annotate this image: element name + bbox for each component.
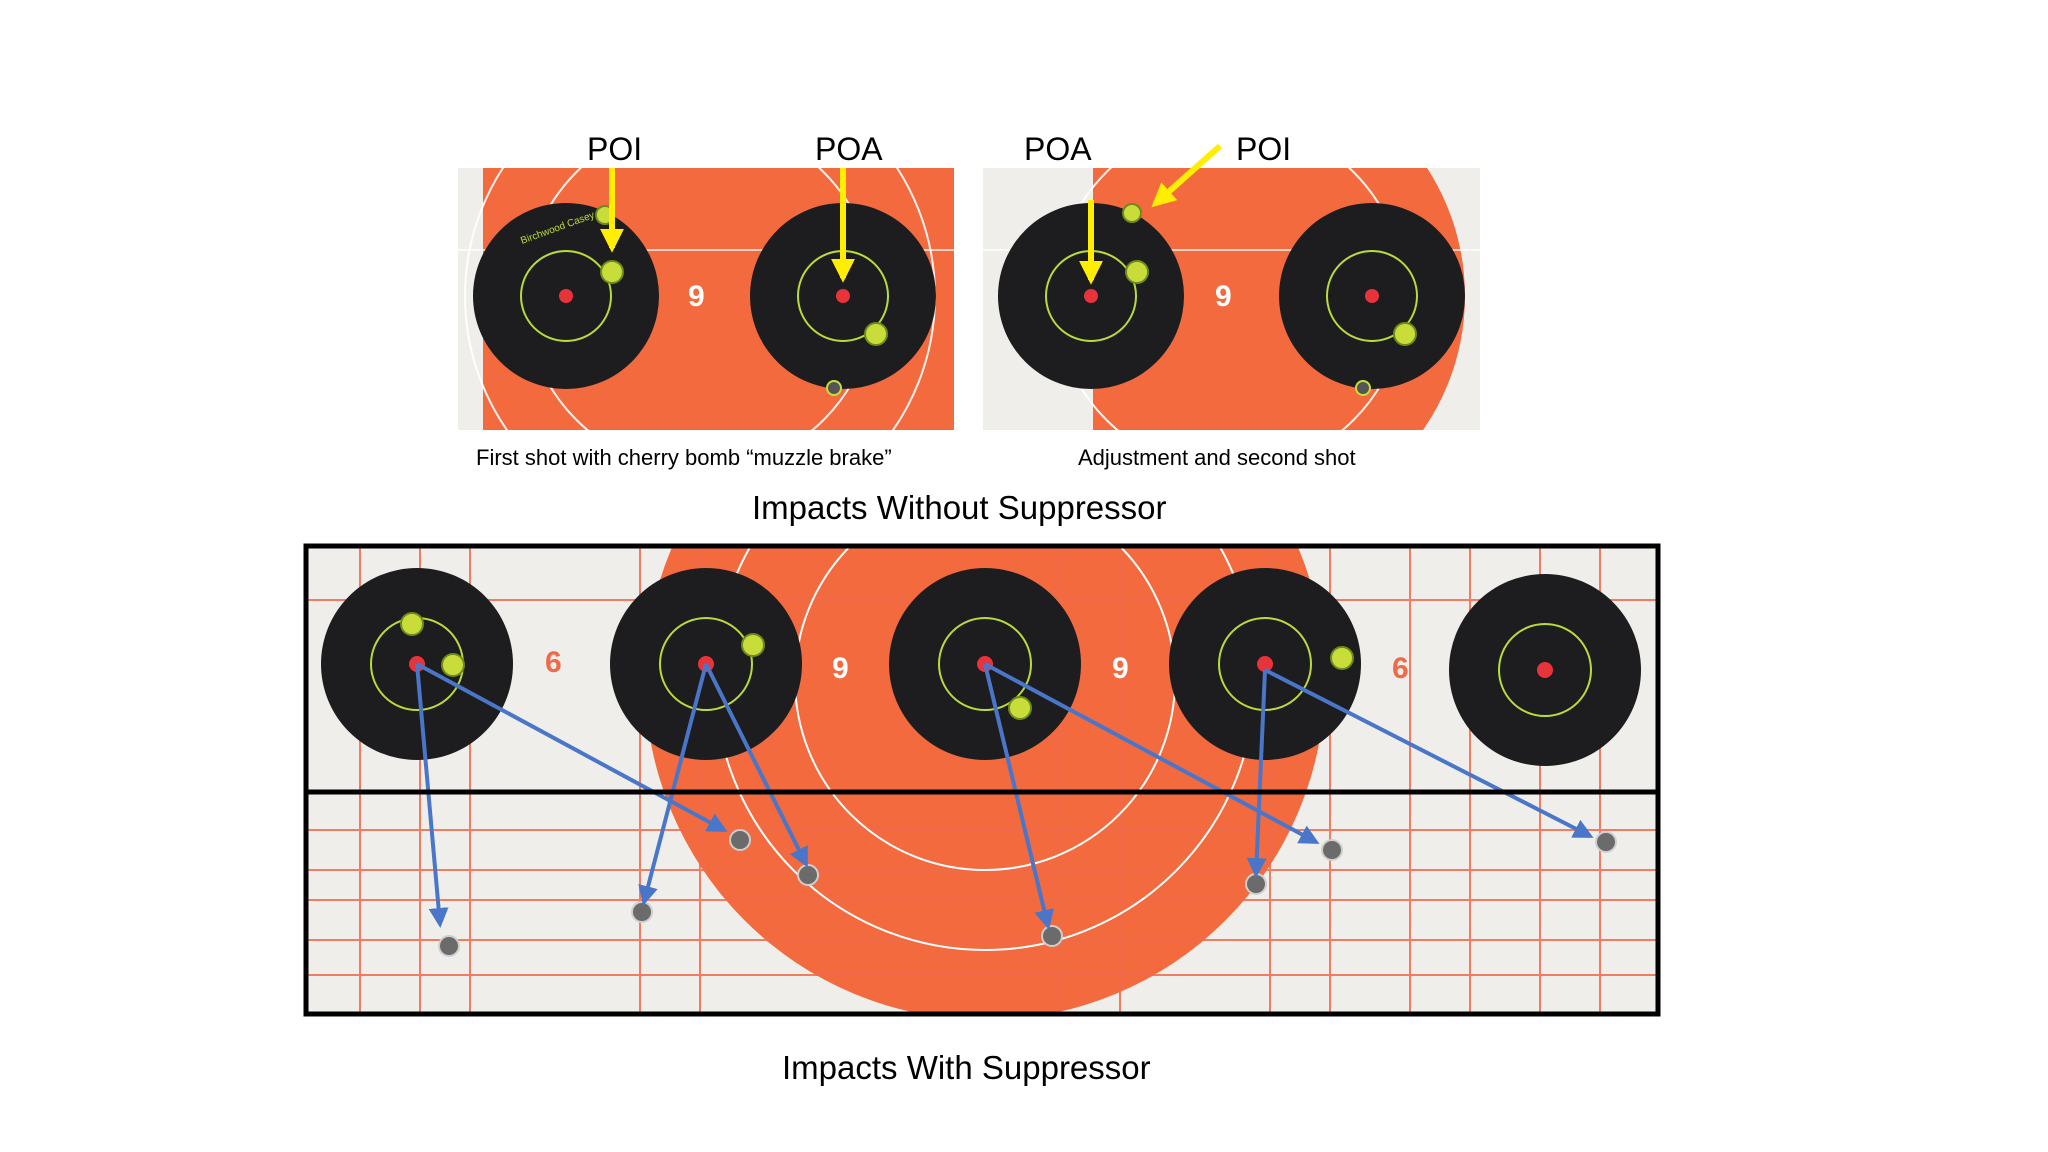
impact-shift-arrow: [638, 663, 708, 906]
bullet-hole: [1125, 260, 1149, 284]
poa-label: POA: [815, 131, 883, 167]
impact-shift-arrow: [704, 663, 808, 868]
bullet-hole: [600, 260, 624, 284]
bullet-hole: [1008, 696, 1032, 720]
target-ring: [659, 617, 753, 711]
bullseye: [1257, 656, 1273, 672]
bullet-hole: [1330, 646, 1354, 670]
bullet-hole: [1595, 831, 1617, 853]
target-sticker: Birchwood Casey: [473, 203, 659, 389]
target-ring: [938, 617, 1032, 711]
section-title-without-suppressor: Impacts Without Suppressor: [752, 489, 1167, 526]
bottom-frame: [303, 543, 1661, 1017]
top-right-target-photo: 9: [983, 168, 1480, 430]
impact-shift-arrow: [1264, 668, 1594, 838]
poi-arrow: [1151, 143, 1222, 208]
target-sticker: [998, 203, 1184, 389]
target-ring: [1498, 623, 1592, 717]
bullet-hole: [864, 322, 888, 346]
bullet-hole: [729, 829, 751, 851]
bottom-target-photo: [308, 548, 1656, 1012]
score-mark: 9: [1112, 652, 1129, 685]
bullet-hole: [1355, 380, 1371, 396]
poi-label: POI: [1236, 131, 1291, 167]
score-mark: 9: [688, 280, 705, 313]
top-left-target-photo: Birchwood Casey 9: [458, 168, 954, 430]
bullet-hole: [741, 633, 765, 657]
bullseye: [1537, 662, 1553, 678]
score-mark: 9: [832, 652, 849, 685]
bullet-hole: [441, 653, 465, 677]
bullet-hole: [1321, 839, 1343, 861]
bullet-hole: [1041, 925, 1063, 947]
impact-shift-arrow: [984, 662, 1320, 844]
left-caption: First shot with cherry bomb “muzzle brak…: [476, 445, 892, 470]
impact-shift-arrow: [1246, 669, 1267, 878]
bullet-hole: [1122, 203, 1142, 223]
target-sticker: [1169, 568, 1361, 760]
score-mark: 9: [1215, 280, 1232, 313]
target-sticker: [1279, 203, 1465, 396]
bullet-hole: [797, 864, 819, 886]
right-caption: Adjustment and second shot: [1078, 445, 1356, 470]
bullet-hole: [1245, 873, 1267, 895]
bullet-hole: [1393, 322, 1417, 346]
poi-label: POI: [587, 131, 642, 167]
impact-shift-arrow: [983, 663, 1054, 930]
score-mark: 6: [545, 646, 562, 679]
bullet-hole: [400, 612, 424, 636]
poa-label: POA: [1024, 131, 1092, 167]
bullet-hole: [438, 935, 460, 957]
impact-shift-arrow: [416, 662, 728, 832]
target-sticker: [1449, 574, 1641, 766]
section-title-with-suppressor: Impacts With Suppressor: [782, 1049, 1151, 1086]
bullet-hole: [631, 901, 653, 923]
score-mark: 6: [1392, 652, 1409, 685]
bullet-hole: [826, 380, 842, 396]
